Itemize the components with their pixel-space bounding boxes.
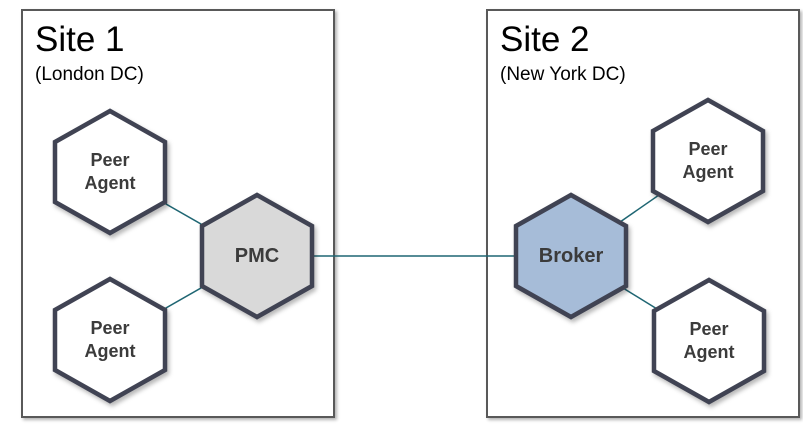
site1-title: Site 1: [35, 20, 125, 59]
label-peer-agent-site2-bottom: Peer Agent: [683, 319, 735, 362]
label-pmc: PMC: [234, 245, 280, 267]
label-peer-agent-site1-top: Peer Agent: [84, 150, 136, 193]
site1-subtitle: (London DC): [35, 64, 144, 85]
label-broker: Broker: [538, 245, 604, 267]
hexagon-peer-agent-site1-top: [52, 108, 168, 236]
site2-subtitle: (New York DC): [500, 64, 626, 85]
hexagon-nodes: [52, 97, 767, 405]
hexagon-peer-agent-site2-top: [650, 97, 766, 225]
hexagon-peer-agent-site1-bottom: [52, 276, 168, 404]
label-peer-agent-site1-bottom: Peer Agent: [84, 318, 136, 361]
site2-title: Site 2: [500, 20, 590, 59]
hexagon-pmc: [199, 192, 315, 320]
hexagon-broker: [513, 192, 629, 320]
label-peer-agent-site2-top: Peer Agent: [682, 139, 734, 182]
hexagon-peer-agent-site2-bottom: [651, 277, 767, 405]
